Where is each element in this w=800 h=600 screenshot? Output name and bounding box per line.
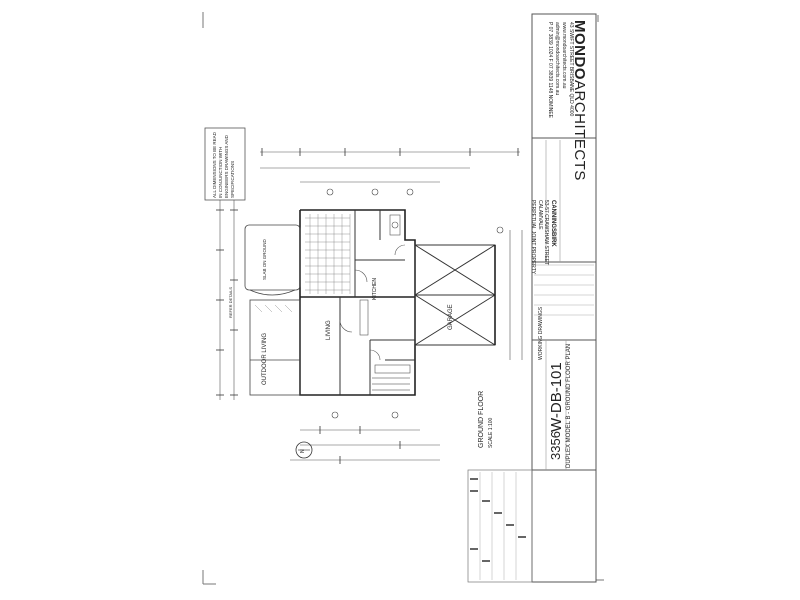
project-address-line2: CALAMVALE <box>537 200 543 230</box>
general-notes: ALL DIMENSIONS TO BE READ IN CONJUNCTION… <box>212 132 235 198</box>
drawing-subtitle: WORKING DRAWINGS <box>538 306 544 360</box>
north-marker: N <box>300 449 306 453</box>
room-label-outdoor: OUTDOOR LIVING <box>262 332 268 385</box>
drawing-number: W-DB-101 <box>548 362 565 432</box>
firm-email: admin@mondoarchitects.com.au <box>554 22 560 96</box>
project-joint: PERPETUAL JOINT PROPERTY <box>530 200 536 275</box>
firm-website: www.mondoarchitects.com.au <box>561 22 567 89</box>
firm-address: 43 SWIFT STREET BRISBANE QLD 4000 <box>568 22 574 117</box>
room-label-garage: GARAGE <box>448 304 454 330</box>
project-client: CANNINGSBIRK <box>550 200 556 247</box>
scale-title: GROUND FLOOR <box>478 390 485 448</box>
room-label-living: LIVING <box>326 320 332 340</box>
note-slab: SLAB ON GROUND <box>262 239 267 280</box>
note-top: REFER DETAILS <box>228 286 233 318</box>
project-address-line1: 53-57 CRAWSHAW STREET <box>543 200 549 266</box>
drawing-title: DUPLEX MODEL B - GROUND FLOOR PLAN <box>566 343 572 468</box>
scale-label: SCALE 1:100 <box>488 417 494 448</box>
job-number: 3356 <box>548 431 563 460</box>
room-label-kitchen: KITCHEN <box>372 278 378 300</box>
firm-phone: P 07 3839 1024 F 07 3839 1148 NOMINEE <box>547 22 553 118</box>
